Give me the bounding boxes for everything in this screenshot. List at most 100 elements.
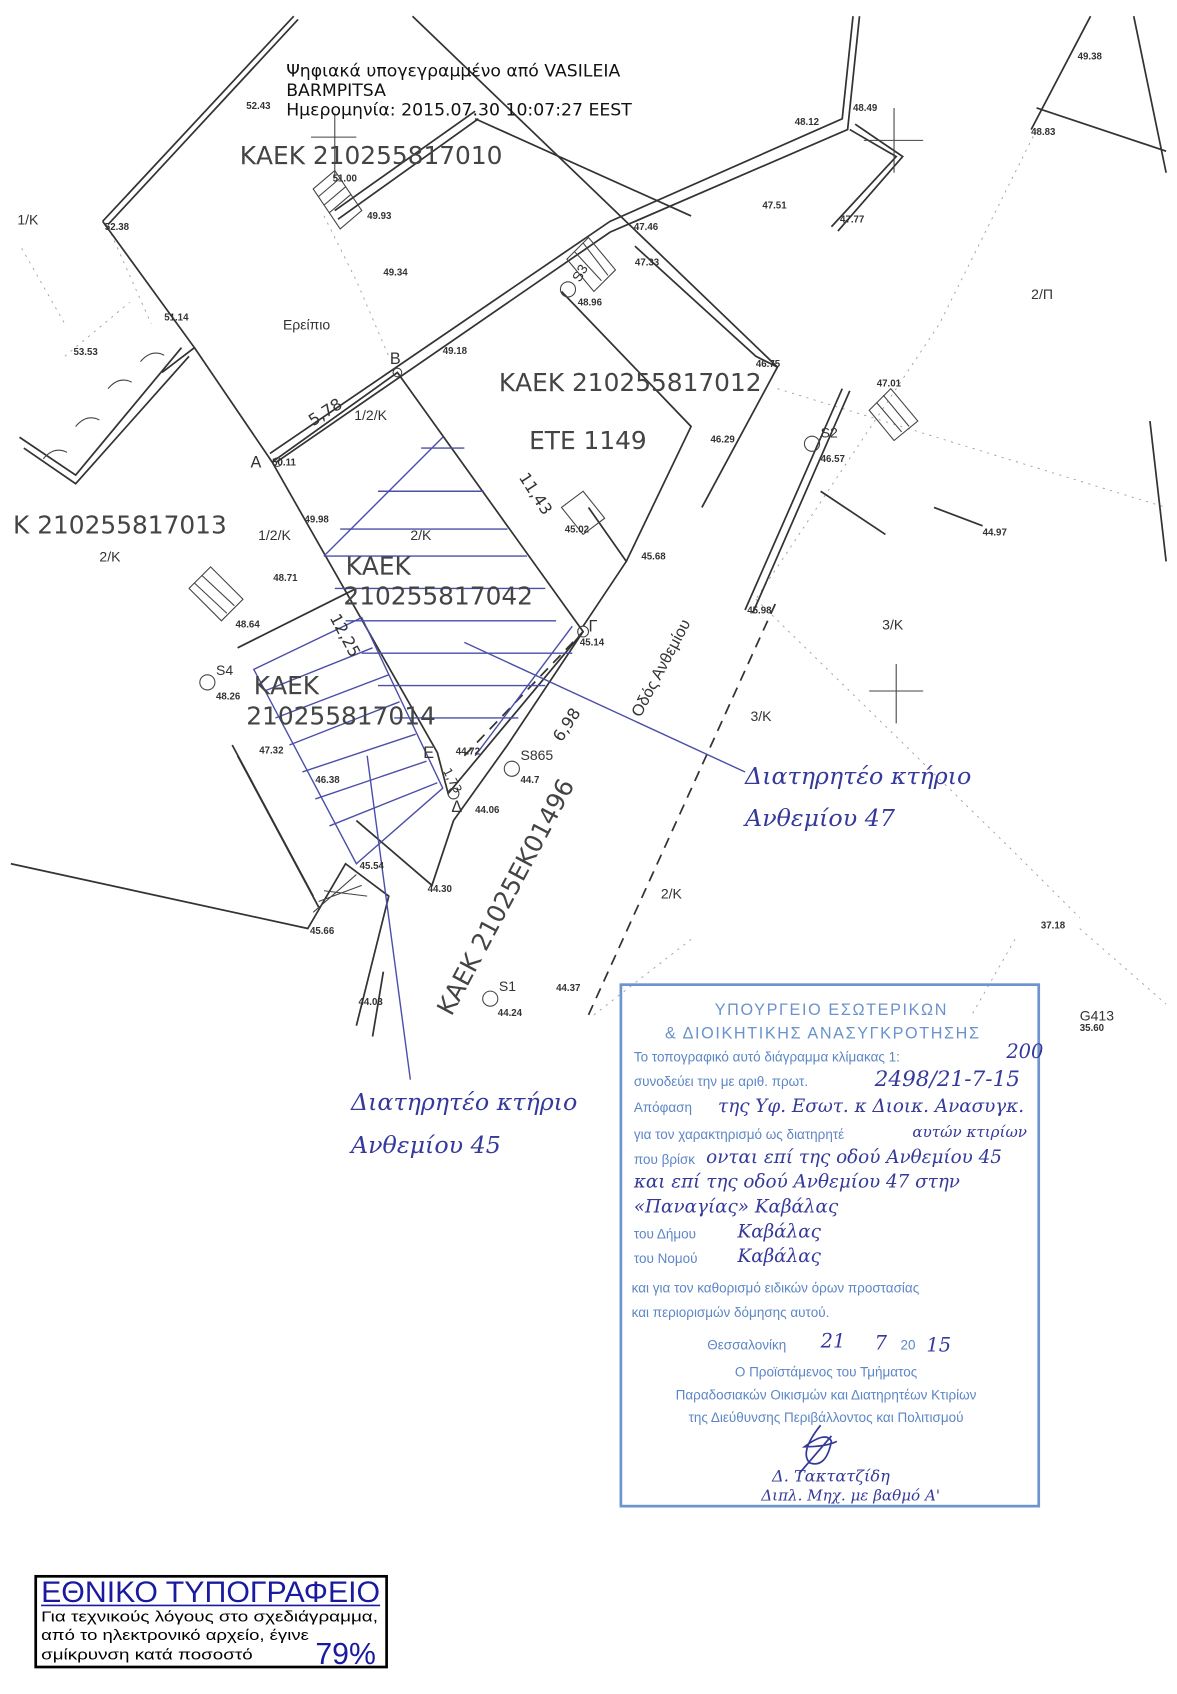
- elevation-label: 44.7: [520, 775, 539, 786]
- stamp-role: Ο Προϊστάμενος του Τμήματος: [735, 1365, 918, 1380]
- stamp-hand: αυτών κτιρίων: [912, 1123, 1027, 1141]
- notice-line1: Για τεχνικούς λόγους στο σχεδιάγραμμα,: [41, 1609, 378, 1626]
- zone-label: 1/2/K: [354, 407, 387, 423]
- stamp-line: του Δήμου: [634, 1226, 696, 1241]
- distance-label: 11,43: [515, 469, 556, 518]
- elevation-label: 49.38: [1078, 51, 1103, 62]
- elevation-label: 50.11: [272, 457, 296, 468]
- parcel-lines: [10, 15, 1167, 1037]
- distance-label: 12,25: [326, 611, 365, 661]
- stamp-line: και περιορισμών δόμησης αυτού.: [632, 1305, 830, 1320]
- point-label-a: A: [251, 453, 262, 471]
- point-label-gamma: Γ: [589, 618, 598, 636]
- elevation-label: 44.24: [498, 1008, 523, 1019]
- elevation-label: 44.30: [428, 884, 452, 895]
- stamp-line: Το τοπογραφικό αυτό διάγραμμα κλίμακας 1…: [634, 1049, 900, 1064]
- elevation-label: 46.38: [315, 775, 340, 786]
- elevation-label: 52.38: [105, 222, 130, 233]
- handwritten-annotations: Διατηρητέο κτήριο Ανθεμίου 47 Διατηρητέο…: [349, 762, 971, 1159]
- stamp-city: Θεσσαλονίκη: [707, 1338, 786, 1353]
- elevation-label: 51.14: [164, 313, 189, 324]
- parcel-label-7042-b: 210255817042: [343, 582, 533, 611]
- zone-label: 2/Π: [1031, 286, 1053, 302]
- hatched-area-7042: [323, 436, 573, 757]
- elevation-label: 35.60: [1080, 1023, 1104, 1034]
- annotation-building-45-line1: Διατηρητέο κτήριο: [350, 1088, 577, 1116]
- point-label-delta: Δ: [451, 798, 462, 816]
- stamp-hand: της Υφ. Εσωτ. κ Διοικ. Ανασυγκ.: [718, 1096, 1024, 1117]
- zone-label: 3/K: [882, 616, 904, 632]
- elevation-label: 45.98: [747, 605, 772, 616]
- elevation-label: 46.57: [821, 454, 845, 465]
- parcel-label-7014-b: 210255817014: [246, 701, 436, 730]
- stamp-title2: & ΔΙΟΙΚΗΤΙΚΗΣ ΑΝΑΣΥΓΚΡΟΤΗΣΗΣ: [665, 1025, 981, 1043]
- stamp-hand: και επί της οδού Ανθεμίου 47 στην: [633, 1172, 960, 1193]
- elevation-label: 44.72: [456, 747, 481, 758]
- stamp-role: της Διεύθυνσης Περιβάλλοντος και Πολιτισ…: [689, 1410, 964, 1425]
- notice-percent: 79%: [315, 1638, 375, 1671]
- parcel-label-ete: ΕΤΕ 1149: [529, 426, 647, 455]
- hatched-area-7014: [252, 616, 444, 865]
- handwritten-signature: [798, 1424, 838, 1475]
- elevation-label: 49.34: [383, 267, 408, 278]
- elevation-label: 53.53: [73, 347, 98, 358]
- elevation-label: 48.64: [235, 619, 260, 630]
- elevation-label: 47.51: [762, 200, 787, 211]
- elevation-label: 48.26: [216, 692, 241, 703]
- stamp-date-century: 20: [901, 1338, 916, 1353]
- zone-label: 2/K: [661, 885, 683, 901]
- survey-points: B A Γ Δ Ε S1 S2 S3 S4 S865 G413: [216, 261, 1114, 1023]
- zone-labels: 1/K Ερείπιο 1/2/K 1/2/K 2/K 2/K 2/Π 3/K …: [17, 212, 1053, 902]
- zone-label: 1/K: [17, 212, 39, 228]
- elevation-label: 45.02: [565, 524, 590, 535]
- parcel-label-7014-a: ΚΑΕΚ: [254, 671, 320, 700]
- stamp-role: Παραδοσιακών Οικισμών και Διατηρητέων Κτ…: [676, 1387, 977, 1402]
- stamp-line: συνοδεύει την με αριθ. πρωτ.: [634, 1074, 808, 1089]
- point-label-s4: S4: [216, 662, 233, 678]
- stamp-date-month: 7: [875, 1332, 888, 1355]
- elevation-label: 44.97: [983, 528, 1007, 539]
- point-label-s3: S3: [569, 261, 592, 284]
- stamp-signer-name: Δ. Τακτατζίδη: [771, 1466, 890, 1485]
- point-label-g413: G413: [1080, 1007, 1114, 1023]
- elevation-label: 37.18: [1041, 921, 1066, 932]
- zone-label: Ερείπιο: [283, 316, 330, 332]
- zone-label: 3/K: [750, 708, 772, 724]
- street-label: Οδός Ανθεμίου: [628, 616, 694, 720]
- elevation-label: 48.12: [795, 117, 820, 128]
- elevation-label: 45.68: [641, 551, 666, 562]
- parcel-label-7010: ΚΑΕΚ 210255817010: [240, 141, 503, 170]
- stamp-hand: «Παναγίας» Καβάλας: [634, 1196, 839, 1217]
- parcel-label-7013: K 210255817013: [13, 510, 227, 539]
- stamp-title1: ΥΠΟΥΡΓΕΙΟ ΕΣΩΤΕΡΙΚΩΝ: [715, 1001, 948, 1019]
- national-printing-office-notice: ΕΘΝΙΚΟ ΤΥΠΟΓΡΑΦΕΙΟ Για τεχνικούς λόγους …: [34, 1574, 388, 1671]
- elevation-label: 52.43: [246, 101, 271, 112]
- stamp-hand: Καβάλας: [736, 1221, 821, 1242]
- annotation-building-47-line1: Διατηρητέο κτήριο: [744, 762, 971, 790]
- elevation-label: 47.77: [840, 214, 864, 225]
- stamp-hand: Καβάλας: [736, 1246, 821, 1267]
- signature-line2: BARMPITSA: [286, 81, 386, 101]
- zone-label: 2/K: [410, 527, 432, 543]
- elevation-label: 45.66: [310, 926, 335, 937]
- ministry-stamp: ΥΠΟΥΡΓΕΙΟ ΕΣΩΤΕΡΙΚΩΝ & ΔΙΟΙΚΗΤΙΚΗΣ ΑΝΑΣΥ…: [619, 983, 1043, 1508]
- signature-line1: Ψηφιακά υπογεγραμμένο από VASILEIA: [286, 62, 620, 82]
- elevation-label: 48.83: [1031, 127, 1056, 138]
- elevation-label: 46.75: [756, 359, 781, 370]
- stamp-date-day: 21: [820, 1329, 846, 1352]
- signature-line3: Ημερομηνία: 2015.07.30 10:07:27 EEST: [286, 101, 632, 121]
- annotation-building-47-line2: Ανθεμίου 47: [743, 804, 896, 832]
- elevation-label: 51.00: [333, 173, 357, 184]
- point-label-b: B: [390, 350, 401, 368]
- elevation-label: 44.37: [556, 983, 580, 994]
- stamp-line: για τον χαρακτηρισμό ως διατηρητέ: [634, 1127, 844, 1142]
- stamp-hand: ονται επί της οδού Ανθεμίου 45: [706, 1147, 1002, 1168]
- digital-signature: Ψηφιακά υπογεγραμμένο από VASILEIA BARMP…: [286, 62, 632, 121]
- elevation-labels: 52.43 52.38 51.00 49.93 49.34 51.14 53.5…: [73, 51, 1104, 1034]
- distance-label: 6,98: [549, 704, 585, 745]
- notice-title: ΕΘΝΙΚΟ ΤΥΠΟΓΡΑΦΕΙΟ: [41, 1577, 380, 1609]
- point-label-epsilon: Ε: [423, 744, 434, 762]
- elevation-label: 48.96: [578, 298, 603, 309]
- stamp-line: του Νομού: [634, 1251, 698, 1266]
